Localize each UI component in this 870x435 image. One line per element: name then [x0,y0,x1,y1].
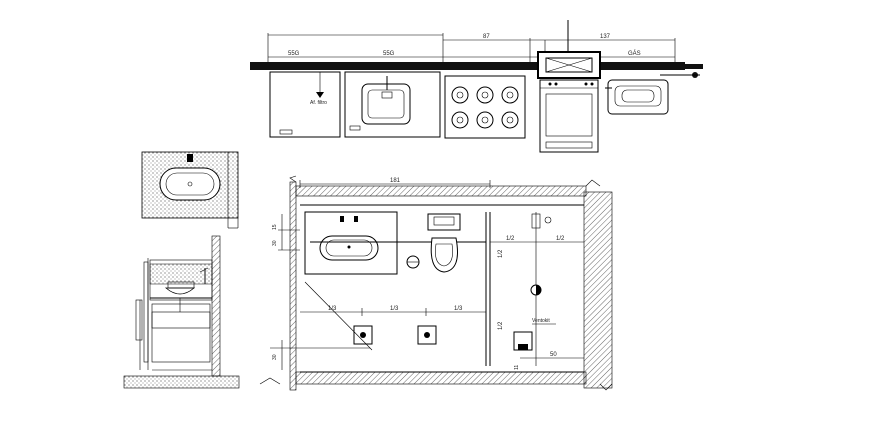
wall-sink [607,79,669,115]
plan-half-h2: 1/2 [556,236,565,242]
oven [539,79,599,153]
vanity-detail [141,151,239,229]
elev-dim-1: 55G [288,51,300,57]
plan-width-dim: 181 [390,178,401,184]
filter-note: Af. filtro [310,100,327,106]
elev-gas-label: GÁS [628,50,641,57]
plan-half-h1: 1/2 [506,236,515,242]
floor-plan: 181 15 30 1/2 1/2 1/2 [259,175,613,391]
plan-dim-bottom-left: 30 [272,354,278,360]
elev-dim-3: 87 [483,34,490,40]
elev-dim-2: 55G [383,51,395,57]
burner-icons [451,86,519,129]
plan-half-v1: 1/2 [498,249,504,258]
plan-dim-bottom-right: 50 [550,352,557,358]
floor-outlet-2-icon [417,325,437,345]
kitchen-elevation: 55G 55G 87 137 GÁS Af. filtro [250,20,703,153]
countertop [250,62,685,70]
plan-half-v2: 1/2 [498,321,504,330]
toilet-icon [430,237,458,273]
plan-third-1: 1/3 [328,306,337,312]
plan-dim-bottom-small: 11 [514,365,520,370]
plan-third-2: 1/3 [390,306,399,312]
vanity-section [123,235,240,389]
filter-cabinet [269,71,341,138]
cooktop [444,75,526,139]
elev-dim-4: 137 [600,34,611,40]
plan-third-3: 1/3 [454,306,463,312]
floor-outlet-1-icon [353,325,373,345]
ventokit-label: Ventokit [532,318,550,324]
toilet-tank [427,213,461,231]
elevation-sink-icon [361,83,411,125]
plan-dim-left-a: 15 [272,224,278,230]
sink-cabinet [344,71,441,138]
plan-dim-left-b: 30 [272,240,278,246]
